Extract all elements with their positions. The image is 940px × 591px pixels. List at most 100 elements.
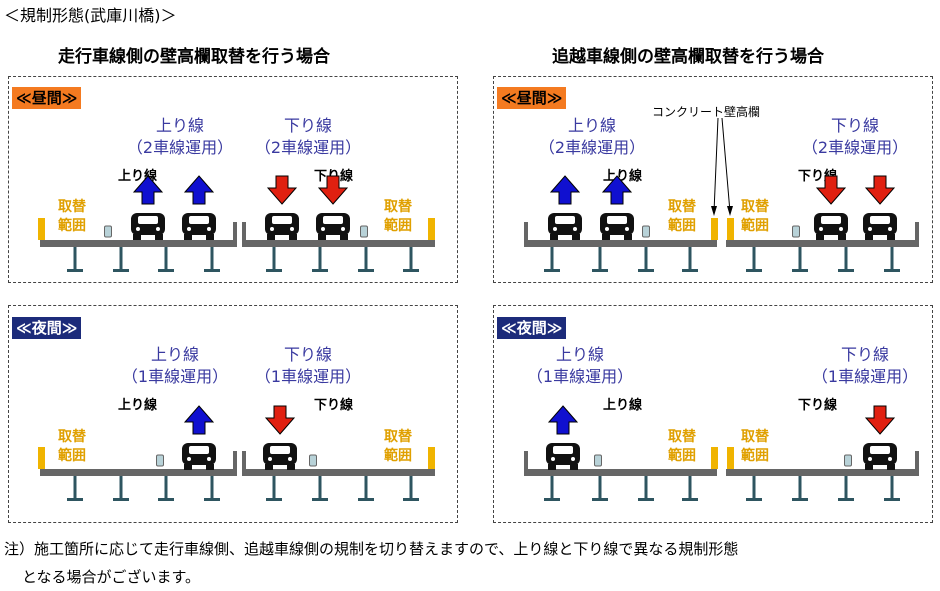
day-label: ≪昼間≫ — [12, 87, 82, 109]
barrier-icon — [727, 218, 734, 240]
down-line-tag: 下り線 — [314, 398, 354, 413]
column-heading-right: 追越車線側の壁高欄取替を行う場合 — [552, 47, 824, 67]
note-line-2: となる場合がございます。 — [22, 568, 201, 586]
cone-icon — [309, 454, 317, 467]
deck-down-edge — [242, 222, 246, 247]
left-night-scene — [38, 405, 435, 501]
cone-icon — [792, 225, 800, 238]
down-line-title: 下り線（1車線運用） — [254, 345, 362, 386]
down-arrow-icon — [865, 175, 895, 205]
replacement-area-label: 取替範囲 — [384, 429, 412, 464]
right-night-scene — [524, 405, 919, 501]
down-arrow-icon — [267, 175, 297, 205]
pier-icon — [158, 247, 174, 272]
down-arrow-icon — [865, 405, 895, 435]
replacement-area-label: 取替範囲 — [741, 199, 769, 234]
pier-icon — [113, 476, 129, 501]
pier-icon — [67, 476, 83, 501]
replacement-area-label: 取替範囲 — [668, 199, 696, 234]
cone-icon — [104, 225, 112, 238]
deck-up-edge — [524, 222, 528, 247]
pier-icon — [682, 247, 698, 272]
barrier-icon — [727, 447, 734, 469]
replacement-area-label: 取替範囲 — [58, 199, 86, 234]
up-line-title: 上り線（1車線運用） — [526, 345, 634, 386]
car-icon — [863, 443, 897, 470]
up-line-title: 上り線（1車線運用） — [121, 345, 229, 386]
panel-right-day — [493, 76, 933, 283]
cone-icon — [594, 454, 602, 467]
replacement-area-label: 取替範囲 — [668, 429, 696, 464]
pointer-arrowhead — [727, 206, 733, 216]
up-arrow-icon — [550, 175, 580, 205]
pointer-line — [721, 117, 731, 213]
pier-icon — [638, 247, 654, 272]
concrete-wall-label: コンクリート壁高欄 — [652, 105, 761, 119]
barrier-icon — [38, 447, 45, 469]
deck-down-edge — [915, 222, 919, 247]
pier-icon — [67, 247, 83, 272]
pier-icon — [312, 476, 328, 501]
cone-icon — [642, 225, 650, 238]
column-heading-left: 走行車線側の壁高欄取替を行う場合 — [58, 47, 330, 67]
deck-up — [40, 469, 233, 476]
down-line-title: 下り線（2車線運用） — [801, 116, 909, 157]
panel-left-day — [8, 76, 458, 283]
car-icon — [600, 213, 634, 240]
pointer-arrowhead — [711, 206, 717, 216]
replacement-area-label: 取替範囲 — [58, 429, 86, 464]
pier-icon — [746, 476, 762, 501]
pier-icon — [544, 476, 560, 501]
car-icon — [546, 443, 580, 470]
down-line-tag: 下り線 — [798, 398, 838, 413]
pier-icon — [358, 247, 374, 272]
night-label: ≪夜間≫ — [497, 317, 567, 339]
cone-icon — [156, 454, 164, 467]
cone-icon — [844, 454, 852, 467]
deck-down-edge — [915, 451, 919, 476]
deck-down — [242, 469, 435, 476]
pier-icon — [358, 476, 374, 501]
pier-icon — [158, 476, 174, 501]
up-arrow-icon — [184, 175, 214, 205]
pier-icon — [792, 247, 808, 272]
pier-icon — [884, 476, 900, 501]
barrier-icon — [711, 447, 718, 469]
pier-icon — [838, 476, 854, 501]
barrier-icon — [38, 218, 45, 240]
up-arrow-icon — [602, 175, 632, 205]
car-icon — [316, 213, 350, 240]
replacement-area-label: 取替範囲 — [741, 429, 769, 464]
night-label: ≪夜間≫ — [12, 317, 82, 339]
car-icon — [182, 443, 216, 470]
barrier-icon — [428, 447, 435, 469]
down-line-title: 下り線（2車線運用） — [254, 116, 362, 157]
car-icon — [548, 213, 582, 240]
up-arrow-icon — [184, 405, 214, 435]
up-line-tag: 上り線 — [603, 398, 643, 413]
pier-icon — [403, 476, 419, 501]
cone-icon — [360, 225, 368, 238]
pier-icon — [312, 247, 328, 272]
down-arrow-icon — [816, 175, 846, 205]
deck-down — [726, 469, 919, 476]
deck-down — [242, 240, 435, 247]
replacement-area-label: 取替範囲 — [384, 199, 412, 234]
barrier-icon — [711, 218, 718, 240]
right-day-scene — [524, 117, 919, 272]
barrier-icon — [428, 218, 435, 240]
pier-icon — [884, 247, 900, 272]
deck-up — [524, 469, 717, 476]
day-label: ≪昼間≫ — [497, 87, 567, 109]
up-line-tag: 上り線 — [118, 398, 158, 413]
deck-up — [524, 240, 717, 247]
down-line-title: 下り線（1車線運用） — [811, 345, 919, 386]
panel-right-night — [493, 305, 933, 523]
car-icon — [265, 213, 299, 240]
car-icon — [131, 213, 165, 240]
deck-up-edge — [233, 451, 237, 476]
deck-up — [40, 240, 233, 247]
deck-up-edge — [233, 222, 237, 247]
up-line-title: 上り線（2車線運用） — [126, 116, 234, 157]
